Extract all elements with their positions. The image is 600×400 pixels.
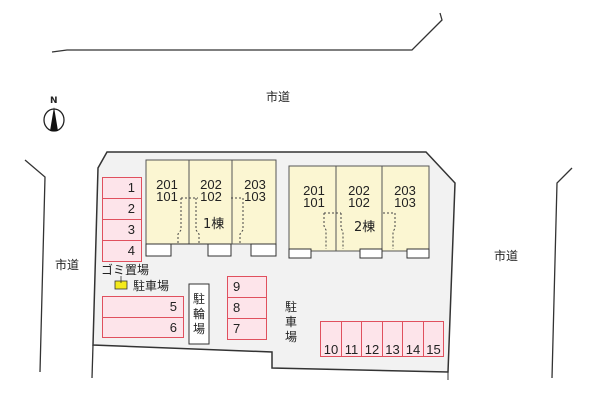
label-char: 車 bbox=[284, 315, 297, 329]
building-2-name: 2棟 bbox=[354, 220, 376, 235]
parking-slot-2: 2 bbox=[102, 198, 142, 220]
unit-lower: 101 bbox=[303, 195, 325, 210]
building-1-unit-3: 203 103 bbox=[237, 177, 273, 204]
label-char: 駐 bbox=[284, 300, 297, 314]
north-compass-icon bbox=[43, 107, 65, 132]
unit-upper: 203 bbox=[244, 177, 266, 192]
parking-slot-10: 10 bbox=[320, 321, 342, 357]
parking-slot-4: 4 bbox=[102, 240, 142, 262]
parking-slot-15: 15 bbox=[423, 321, 444, 357]
parking-slot-9: 9 bbox=[227, 276, 267, 298]
label-char: 場 bbox=[192, 322, 205, 336]
building-2 bbox=[288, 165, 430, 259]
building-1-unit-1: 201 101 bbox=[149, 177, 185, 204]
unit-lower: 103 bbox=[394, 195, 416, 210]
building-1 bbox=[145, 159, 277, 257]
parking-slot-12: 12 bbox=[361, 321, 383, 357]
building-1-name: 1棟 bbox=[203, 217, 225, 232]
label-char: 輪 bbox=[192, 307, 205, 321]
building-2-unit-2: 202 102 bbox=[340, 183, 378, 210]
unit-lower: 103 bbox=[244, 189, 266, 204]
west-road-edge bbox=[24, 159, 46, 373]
building-1-unit-2: 202 102 bbox=[193, 177, 229, 204]
road-label-east: 市道 bbox=[494, 249, 519, 263]
parking-slot-7: 7 bbox=[227, 318, 267, 340]
label-char: 場 bbox=[284, 330, 297, 344]
parking-slot-8: 8 bbox=[227, 297, 267, 319]
north-road-edge bbox=[51, 12, 443, 53]
parking-label: 駐車場 bbox=[133, 279, 170, 293]
label-char: 駐 bbox=[192, 292, 205, 306]
parking-slot-1: 1 bbox=[102, 177, 142, 199]
unit-lower: 102 bbox=[348, 195, 370, 210]
compass-north-label: N bbox=[50, 96, 58, 106]
unit-upper: 202 bbox=[348, 183, 370, 198]
unit-upper: 201 bbox=[156, 177, 178, 192]
parking-slot-13: 13 bbox=[382, 321, 403, 357]
unit-lower: 101 bbox=[156, 189, 178, 204]
building-2-unit-3: 203 103 bbox=[386, 183, 424, 210]
unit-upper: 201 bbox=[303, 183, 325, 198]
road-label-west: 市道 bbox=[55, 258, 80, 272]
parking-slot-14: 14 bbox=[402, 321, 424, 357]
road-label-north: 市道 bbox=[266, 90, 291, 104]
parking-slot-5: 5 bbox=[102, 296, 184, 318]
unit-lower: 102 bbox=[200, 189, 222, 204]
unit-upper: 203 bbox=[394, 183, 416, 198]
parking-area-label: 駐 車 場 bbox=[284, 300, 298, 345]
garbage-site-label: ゴミ置場 bbox=[101, 263, 150, 277]
parking-slot-3: 3 bbox=[102, 219, 142, 241]
unit-upper: 202 bbox=[200, 177, 222, 192]
building-2-unit-1: 201 101 bbox=[295, 183, 333, 210]
bicycle-parking-area bbox=[188, 283, 210, 345]
bicycle-parking-label: 駐 輪 場 bbox=[192, 292, 206, 337]
east-road-edge bbox=[551, 167, 573, 379]
parking-slot-11: 11 bbox=[341, 321, 362, 357]
parking-slot-6: 6 bbox=[102, 317, 184, 338]
